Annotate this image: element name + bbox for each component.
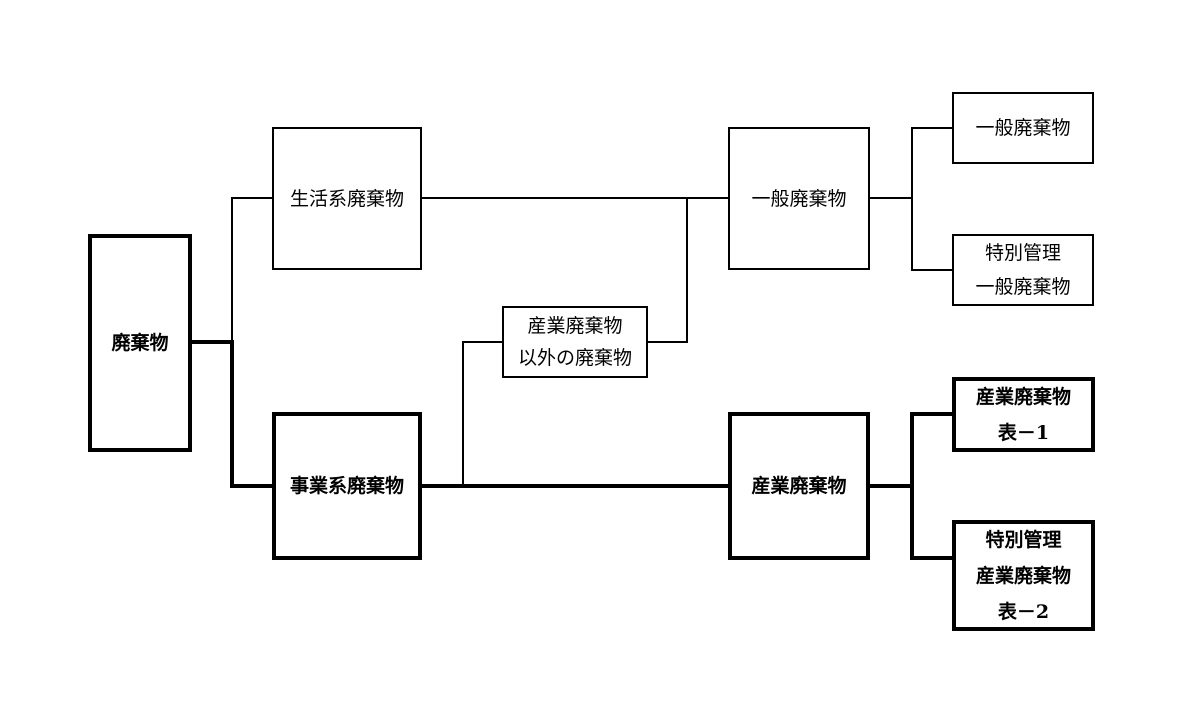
node-label-line2: 以外の廃棄物	[517, 347, 632, 369]
node-sangyo-igai: 産業廃棄物 以外の廃棄物	[502, 306, 648, 378]
edge-jigyo-igai	[462, 341, 502, 486]
edge-igai-ippan	[648, 198, 688, 343]
node-label: 事業系廃棄物	[289, 475, 404, 497]
node-sangyo: 産業廃棄物	[728, 412, 870, 560]
node-label-line1: 特別管理	[984, 242, 1061, 264]
edge-haiki-jigyo	[192, 340, 272, 488]
node-label-line1: 特別管理	[985, 528, 1062, 551]
node-tokubetsu-sangyo: 特別管理 産業廃棄物 表－2	[952, 520, 1095, 631]
node-ippan-leaf: 一般廃棄物	[952, 92, 1094, 164]
node-label-line1: 産業廃棄物	[975, 385, 1071, 408]
node-label-line3: 表－2	[997, 600, 1050, 623]
node-label: 一般廃棄物	[751, 187, 847, 210]
edge-sangyo-branches	[910, 412, 952, 560]
node-seikatsu-kei: 生活系廃棄物	[272, 127, 422, 270]
edge-ippan-branches	[911, 127, 952, 271]
edge-haiki-seikatsu	[231, 197, 272, 342]
node-label: 一般廃棄物	[975, 117, 1071, 139]
node-jigyo-kei: 事業系廃棄物	[272, 412, 422, 560]
node-sangyo-leaf: 産業廃棄物 表－1	[952, 377, 1095, 452]
node-label-line2: 産業廃棄物	[975, 564, 1071, 587]
node-label: 廃棄物	[111, 332, 169, 354]
node-ippan: 一般廃棄物	[728, 127, 870, 270]
node-haikibutsu: 廃棄物	[88, 234, 192, 452]
node-label-line2: 一般廃棄物	[975, 276, 1071, 298]
node-label: 生活系廃棄物	[289, 187, 404, 210]
node-label-line2: 表－1	[997, 421, 1050, 444]
node-label: 産業廃棄物	[751, 475, 847, 497]
node-tokubetsu-ippan: 特別管理 一般廃棄物	[952, 234, 1094, 306]
node-label-line1: 産業廃棄物	[527, 315, 623, 337]
